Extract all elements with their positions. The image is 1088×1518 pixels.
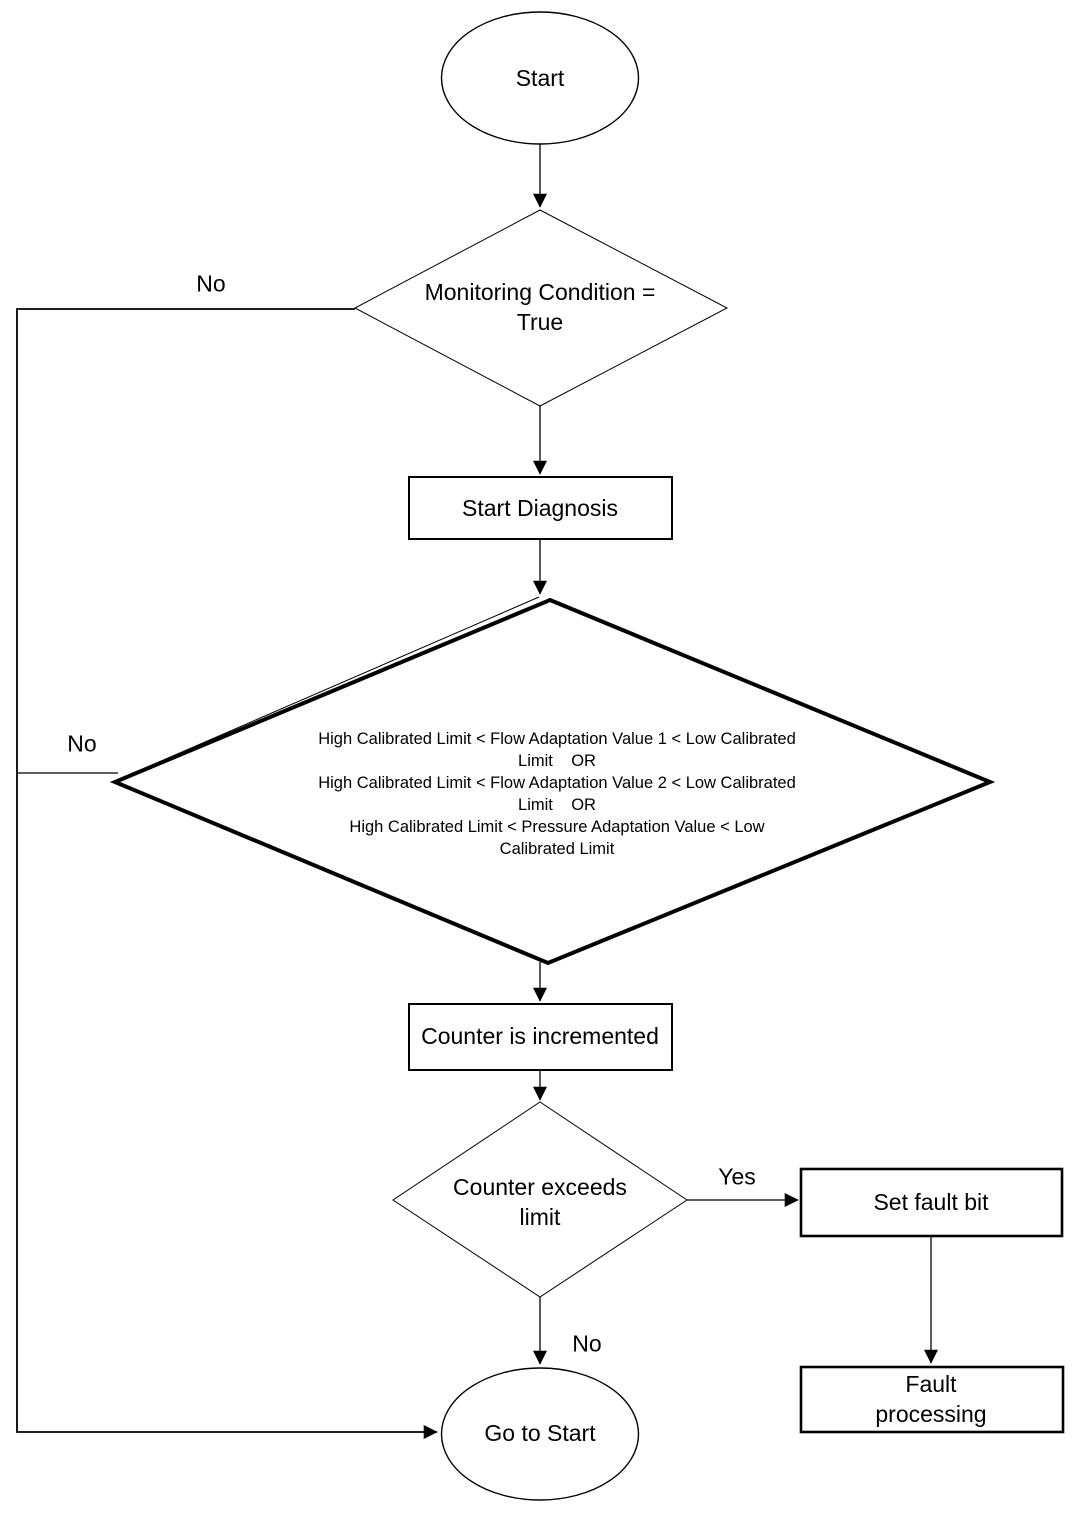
counter-incremented-process-shape <box>408 1003 673 1071</box>
adaptation-check-label: High Calibrated Limit < Flow Adaptation … <box>318 730 796 858</box>
adaptation-decision-shape <box>109 597 996 966</box>
counter-yes-edge-label: Yes <box>718 1163 756 1190</box>
monitoring-decision-shape <box>353 209 729 407</box>
start-label: Start <box>515 65 565 91</box>
monitoring-condition-label: Monitoring Condition = True <box>424 279 656 335</box>
edge-monitoring-no-route <box>16 308 438 1439</box>
set-fault-bit-label: Set fault bit <box>873 1189 989 1215</box>
counter-no-edge-label: No <box>572 1330 602 1357</box>
counter-incremented-label: Counter is incremented <box>421 1023 659 1049</box>
start-diagnosis-process-shape <box>408 476 673 540</box>
start-terminator-shape <box>440 11 640 145</box>
counter-exceeds-label: Counter exceeds limit <box>453 1174 627 1230</box>
fault-processing-label: Fault processing <box>875 1371 987 1427</box>
go-to-start-terminator-shape <box>440 1367 640 1501</box>
start-diagnosis-label: Start Diagnosis <box>462 495 618 521</box>
monitoring-no-edge-label: No <box>196 270 226 297</box>
set-fault-bit-process-shape <box>799 1167 1064 1238</box>
counter-exceeds-decision-shape <box>392 1101 688 1298</box>
go-to-start-label: Go to Start <box>484 1420 596 1446</box>
fault-processing-process-shape <box>799 1365 1065 1434</box>
adaptation-no-edge-label: No <box>67 730 97 757</box>
